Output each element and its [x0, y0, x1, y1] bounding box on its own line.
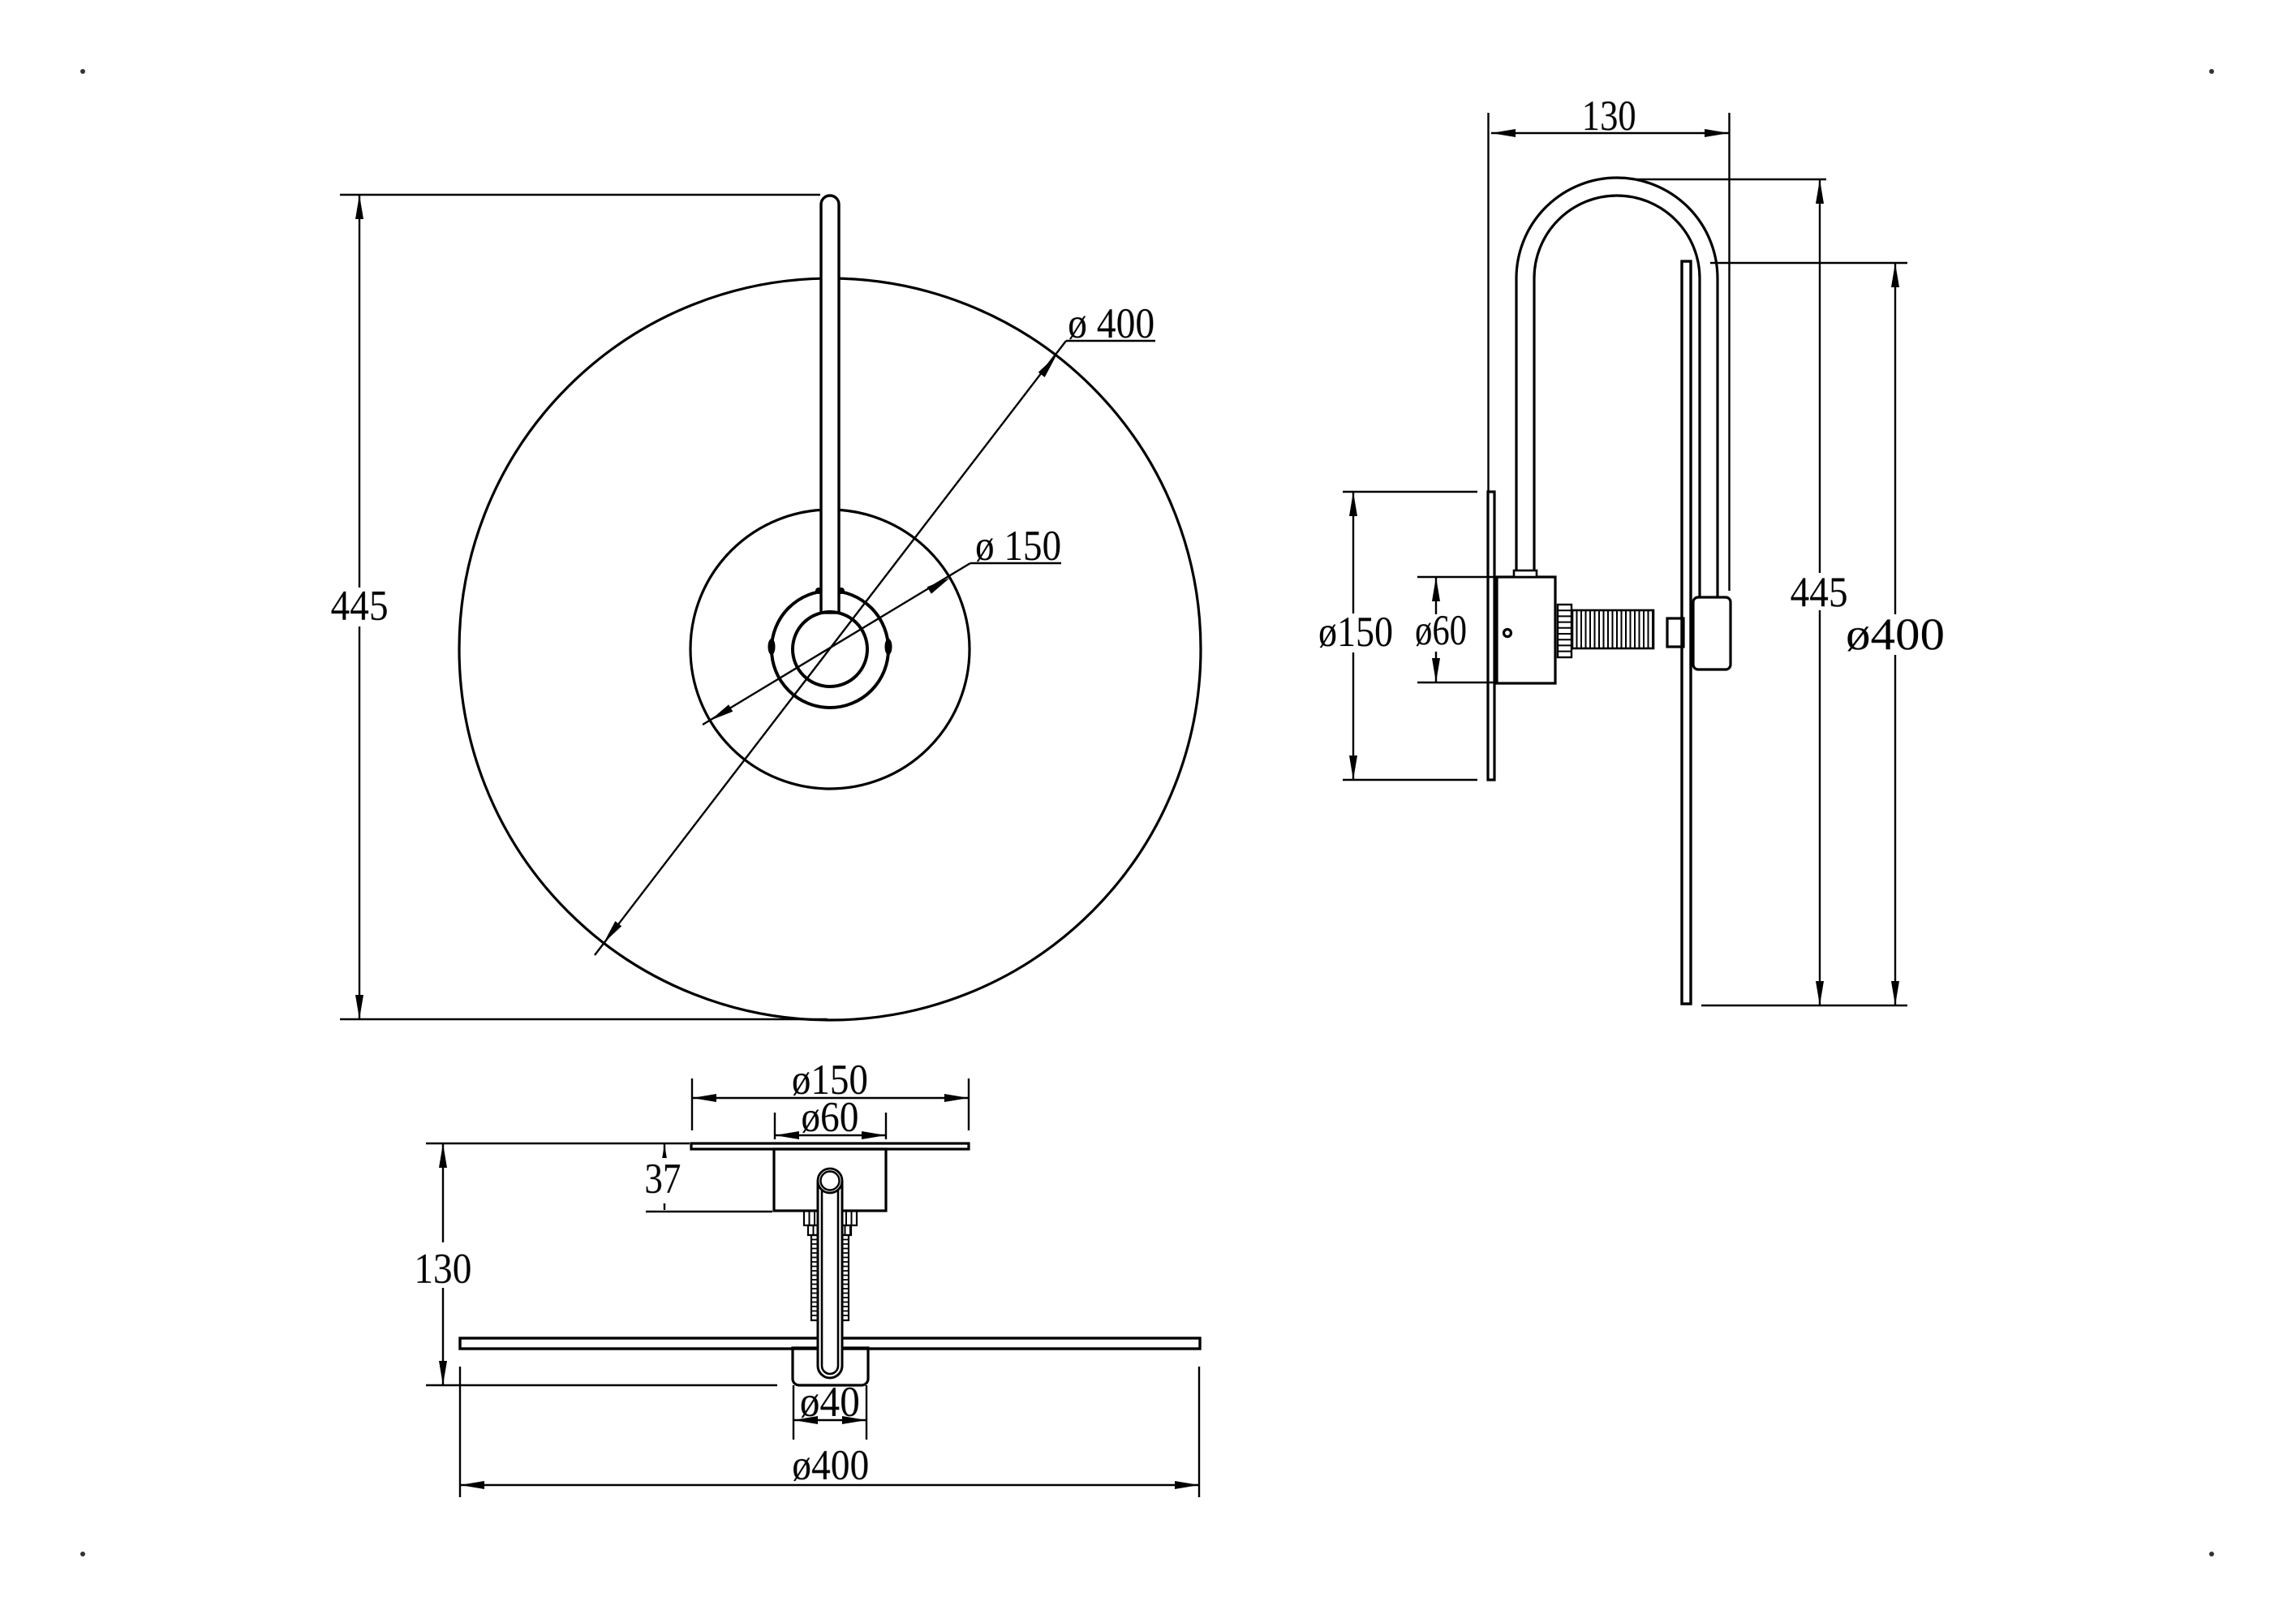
svg-text:ø 400: ø 400 — [1068, 300, 1154, 347]
svg-text:37: 37 — [644, 1156, 681, 1203]
svg-text:130: 130 — [414, 1246, 471, 1293]
svg-text:ø150: ø150 — [1318, 609, 1393, 656]
svg-text:ø60: ø60 — [801, 1094, 858, 1141]
svg-text:ø 150: ø 150 — [975, 523, 1061, 570]
svg-text:ø60: ø60 — [1415, 607, 1467, 654]
svg-text:ø150: ø150 — [792, 1057, 868, 1104]
svg-text:ø40: ø40 — [800, 1379, 860, 1426]
svg-text:ø400: ø400 — [792, 1442, 869, 1489]
svg-text:445: 445 — [1791, 569, 1848, 616]
svg-text:ø400: ø400 — [1846, 609, 1945, 660]
svg-text:130: 130 — [1582, 93, 1636, 140]
svg-text:445: 445 — [331, 583, 389, 630]
